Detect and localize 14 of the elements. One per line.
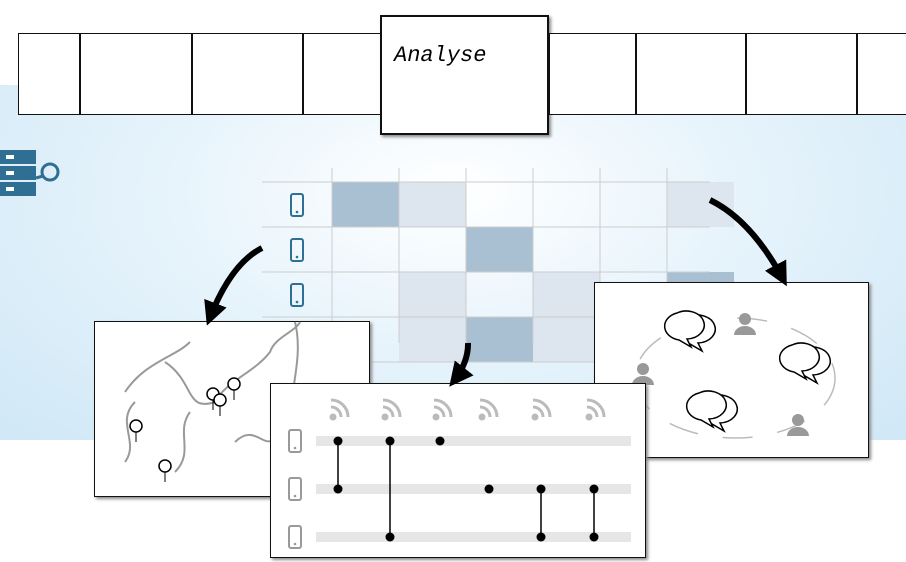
illustration-panel — [594, 282, 869, 458]
frame-box — [18, 33, 80, 115]
frame-box — [746, 33, 857, 115]
illustration-panel — [270, 383, 646, 558]
frame-box — [303, 33, 383, 115]
curved-arrow — [449, 342, 474, 387]
curved-arrow — [708, 197, 787, 286]
process-box: Analyse — [380, 15, 549, 135]
frame-box — [549, 33, 636, 115]
frame-box — [80, 33, 192, 115]
curved-arrow — [204, 245, 264, 326]
frame-box — [192, 33, 303, 115]
frame-box — [636, 33, 746, 115]
frame-box — [857, 33, 906, 115]
